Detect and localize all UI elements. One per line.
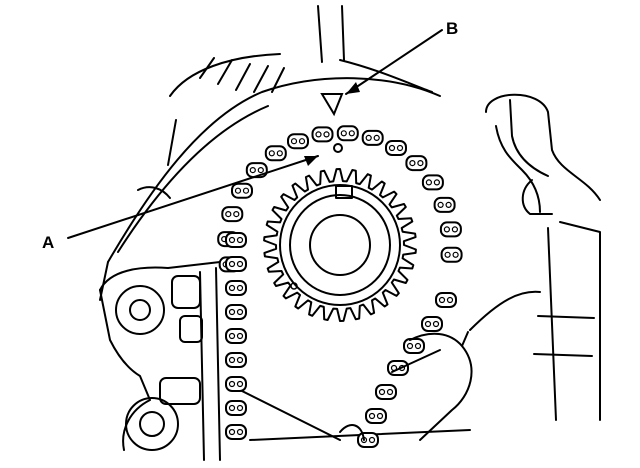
chain-link — [225, 280, 247, 296]
chain-link — [311, 126, 334, 143]
chain-link — [264, 145, 287, 162]
chain-link — [440, 246, 463, 263]
chain-link — [435, 292, 457, 308]
chain-link — [225, 328, 247, 344]
chain-link — [225, 352, 247, 368]
chain-link — [357, 432, 379, 448]
chain-link — [225, 376, 247, 392]
chain-link — [365, 408, 387, 424]
chain-link — [336, 125, 359, 142]
chain-link — [225, 424, 247, 440]
chain-link — [385, 140, 407, 156]
chain-link — [245, 162, 268, 179]
timing-mark-triangle — [320, 93, 344, 117]
chain-link — [405, 155, 428, 172]
chain-link — [433, 196, 456, 213]
leader-line-a — [67, 155, 319, 239]
sprocket — [263, 168, 417, 322]
callout-label-b: B — [446, 19, 458, 38]
chain-link — [231, 182, 253, 199]
chain-link — [387, 360, 409, 376]
chain-link — [403, 338, 425, 354]
chain-link — [421, 174, 444, 191]
chain-link — [225, 256, 247, 272]
chain-link — [221, 206, 244, 223]
chain-tensioner — [339, 331, 473, 441]
right-bracket-outline — [469, 93, 601, 421]
chain-link — [225, 400, 247, 416]
engine-cover-outline — [99, 5, 441, 301]
chain-link — [421, 316, 443, 332]
chain-link — [361, 129, 384, 146]
sprocket-dot-mark — [333, 143, 343, 153]
callout-label-a: A — [42, 233, 54, 252]
chain-link — [287, 133, 309, 150]
chain-link — [225, 232, 247, 248]
timing-chain — [217, 125, 463, 448]
chain-link — [225, 304, 247, 320]
leader-line-b — [345, 29, 443, 95]
lower-housing-outline — [99, 261, 471, 461]
chain-link — [439, 221, 462, 238]
chain-link — [375, 384, 397, 400]
